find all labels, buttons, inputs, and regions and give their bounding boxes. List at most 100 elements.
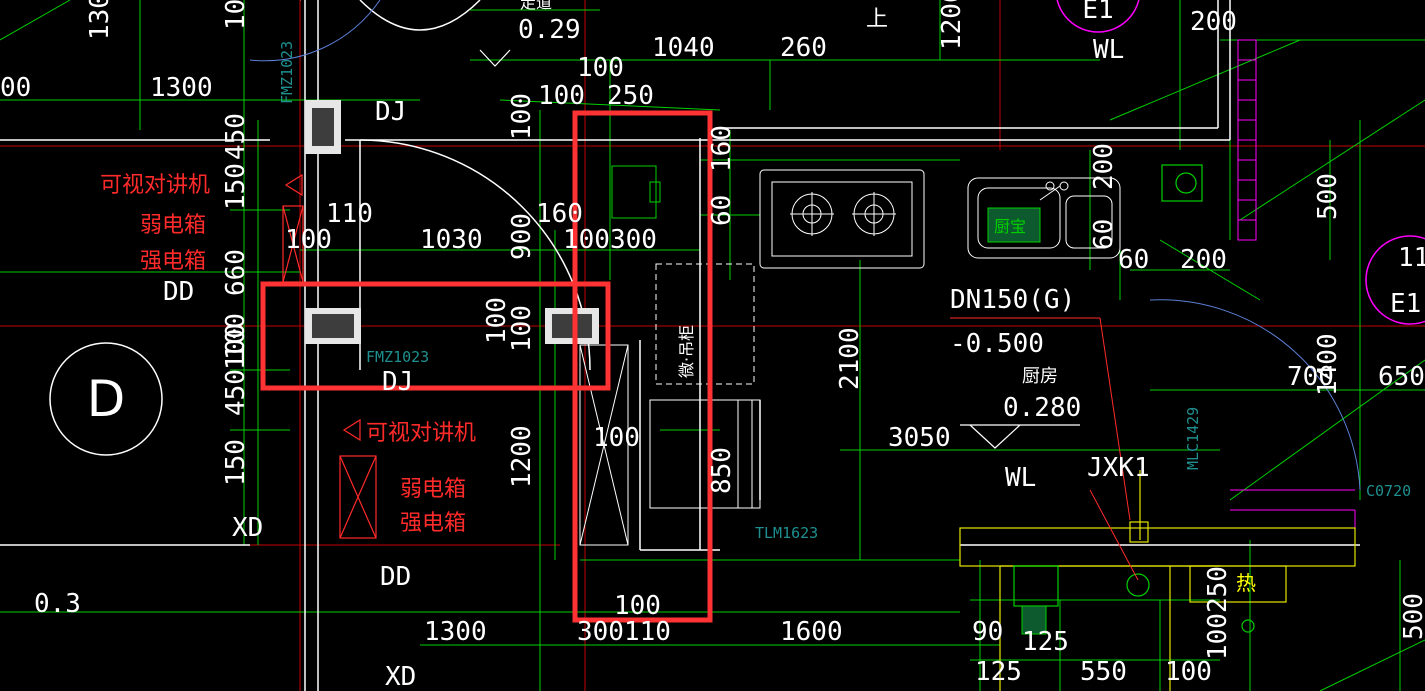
tags: FMZ1023 FMZ1023 TLM1623 MLC1429 C0720 — [278, 41, 1411, 542]
dim-90: 90 — [972, 617, 1003, 647]
dim-260: 260 — [780, 33, 827, 63]
dim-150-v1: 150 — [221, 163, 251, 210]
axis-d-label: D — [87, 370, 126, 428]
dim-00-left: 00 — [0, 73, 31, 103]
label-strong-box-left: 强电箱 — [140, 249, 206, 274]
tag-mlc1429: MLC1429 — [1184, 407, 1202, 470]
dim-100-v4: 100 — [482, 297, 512, 344]
dim-100-mid: 100 — [593, 423, 640, 453]
cn-annotations: 可视对讲机 弱电箱 强电箱 可视对讲机 弱电箱 强电箱 — [100, 173, 476, 536]
dim-1400-v: 1400 — [1313, 333, 1343, 396]
elevation-marks — [479, 49, 1080, 449]
door-jambs — [305, 100, 599, 344]
label-intercom-mid: 可视对讲机 — [366, 421, 476, 446]
dim-100300: 100300 — [563, 225, 657, 255]
label-hot: 热 — [1236, 571, 1256, 595]
dim-700: 700 — [1287, 362, 1334, 392]
axis-bubble-e1-top: E1 — [1056, 0, 1140, 33]
dim-450-v: 450 — [221, 113, 251, 160]
dim-100250-v: 100250 — [1203, 566, 1233, 660]
label-kitchen: 厨房 — [1022, 366, 1058, 387]
axis-e1-top-label: E1 — [1082, 0, 1113, 25]
dim-3050: 3050 — [888, 423, 951, 453]
label-cabinet-vertical: 微·吊柜 — [677, 325, 696, 378]
label-dj-top: DJ — [375, 97, 406, 127]
label-jxk1: JXK1 — [1087, 453, 1150, 483]
label-dd-bottom: DD — [380, 562, 411, 592]
tag-tlm1623: TLM1623 — [755, 524, 818, 542]
dim-660-v: 660 — [221, 249, 251, 296]
dim-500-v2: 500 — [1399, 593, 1425, 640]
dim-0-3: 0.3 — [34, 589, 81, 619]
dim-450-v2: 450 — [221, 369, 251, 416]
label-bowl: 厨宝 — [994, 217, 1026, 236]
dim-900: 900 — [507, 213, 537, 260]
label-top-partial: 上 — [866, 7, 888, 32]
dim-160: 160 — [536, 199, 583, 229]
label-elev-neg: -0.500 — [950, 329, 1044, 359]
dim-200: 200 — [1180, 245, 1227, 275]
dim-1200-v: 1200 — [507, 425, 537, 488]
dim-300110: 300110 — [577, 617, 671, 647]
highlight-vertical-box — [572, 110, 713, 623]
dim-130-top: 130 — [85, 0, 115, 40]
axis-bubble-d: D — [49, 342, 163, 456]
dim-0-29: 0.29 — [518, 15, 581, 45]
dim-250: 250 — [607, 81, 654, 111]
floor-drain — [1021, 605, 1047, 635]
label-weak-box-left: 弱电箱 — [140, 213, 206, 238]
dimension-texts-vertical: 130 103 450 150 660 100 450 100 150 1200… — [85, 0, 1425, 660]
dim-200-top: 200 — [1190, 7, 1237, 37]
dim-100-bottom2: 100 — [1165, 657, 1212, 687]
label-top-cn: 走道 — [520, 0, 552, 12]
dim-1030: 1030 — [420, 225, 483, 255]
tag-fmz1023-vertical: FMZ1023 — [278, 41, 296, 104]
label-wl-mid: WL — [1005, 463, 1036, 493]
dim-650: 650 — [1378, 362, 1425, 392]
label-dn150: DN150(G) — [950, 285, 1075, 315]
small-unit — [611, 165, 661, 219]
label-elev-pos: 0.280 — [1003, 393, 1081, 423]
label-intercom-left: 可视对讲机 — [100, 173, 210, 198]
labels: DJ DJ DD DD XD XD WL WL JXK1 DN150(G) -0… — [163, 0, 1150, 691]
arcs-blue — [249, 0, 1361, 491]
sink — [967, 177, 1121, 259]
tag-c0720: C0720 — [1366, 482, 1411, 500]
dim-60-v2: 60 — [1089, 219, 1119, 250]
leader-lines — [950, 317, 1139, 581]
dim-100-v1: 100 — [221, 313, 251, 360]
dim-100-bottom: 100 — [614, 591, 661, 621]
dim-500-v: 500 — [1313, 173, 1343, 220]
dim-103-top: 103 — [221, 0, 251, 30]
electrical-boxes — [282, 173, 377, 539]
tag-fmz1023: FMZ1023 — [366, 348, 429, 366]
dim-1300-top-left: 1300 — [150, 73, 213, 103]
window-stair — [1230, 39, 1356, 535]
label-dd-left: DD — [163, 277, 194, 307]
label-weak-box-mid: 弱电箱 — [400, 477, 466, 502]
dim-160-v: 160 — [707, 125, 737, 172]
dim-125-b: 125 — [975, 657, 1022, 687]
dim-2100: 2100 — [835, 327, 865, 390]
highlight-boxes — [260, 110, 713, 623]
dim-60: 60 — [1118, 245, 1149, 275]
label-xd-left: XD — [232, 513, 263, 543]
label-dj-mid: DJ — [382, 367, 413, 397]
dim-150-v2: 150 — [221, 439, 251, 486]
dim-1040: 1040 — [652, 33, 715, 63]
dim-100-v5: 100 — [507, 305, 537, 352]
dim-1600: 1600 — [780, 617, 843, 647]
dim-100-v2: 100 — [221, 323, 251, 370]
cn-room-labels: 厨房 微·吊柜 厨宝 热 — [677, 217, 1256, 595]
dim-100-b: 100 — [538, 81, 585, 111]
x-panels — [579, 344, 629, 546]
hanging-cabinet — [655, 263, 755, 385]
dim-125-a: 125 — [1022, 627, 1069, 657]
axis-e1-right-label: E1 — [1390, 289, 1421, 319]
highlight-horizontal-box — [260, 281, 611, 391]
label-xd-bottom: XD — [385, 662, 416, 691]
dim-1300-bottom: 1300 — [424, 617, 487, 647]
dim-1200-top: 1200 — [937, 0, 967, 50]
